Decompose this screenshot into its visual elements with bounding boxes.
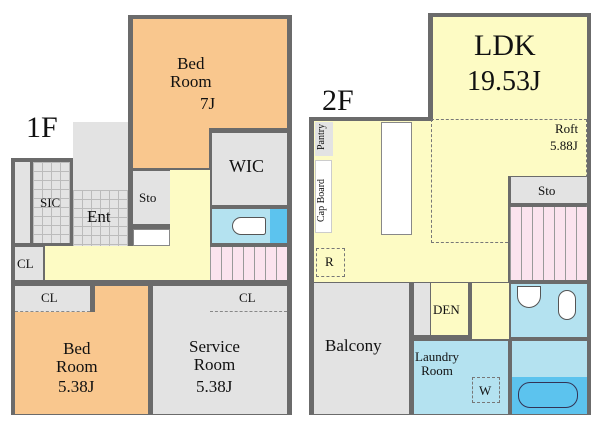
- washroom-toilet: [511, 284, 587, 337]
- ent-label: Ent: [87, 207, 111, 226]
- den-label: DEN: [433, 302, 460, 317]
- sink-icon: [133, 229, 170, 246]
- hallway: [170, 170, 210, 248]
- floor-2-title: 2F: [322, 84, 354, 117]
- cl-right-label: CL: [239, 290, 256, 305]
- ldk-upper: [433, 17, 587, 123]
- ldk-label: LDK: [474, 29, 536, 62]
- pantry: [315, 122, 333, 156]
- loft-label: Roft: [555, 121, 579, 136]
- storage-strip: [15, 162, 30, 243]
- closet-left: [15, 286, 90, 312]
- entrance: [73, 190, 128, 246]
- balcony-label: Balcony: [325, 336, 382, 355]
- cl-left-label: CL: [41, 290, 58, 305]
- service-room-size: 5.38J: [196, 377, 233, 396]
- den-storage: [414, 283, 430, 335]
- bedroom-5-38j-upper: [95, 286, 148, 313]
- storage-1f: [133, 171, 170, 224]
- den: [431, 283, 468, 335]
- closet-right: [210, 286, 287, 312]
- washbasin-icon: [517, 286, 541, 308]
- ldk-size: 19.53J: [467, 66, 541, 97]
- hallway: [45, 246, 210, 280]
- shoe-closet: [33, 162, 70, 243]
- laundry-label: Laundry Room: [415, 349, 460, 378]
- closet-hall: [15, 247, 43, 280]
- loft-size: 5.88J: [550, 138, 578, 153]
- kitchen-counter: [381, 122, 412, 235]
- storage-2f: [511, 177, 587, 203]
- service-room-label: Service Room: [189, 337, 240, 374]
- bedroom-5-38j-label: Bed Room: [56, 339, 98, 376]
- sto-label: Sto: [139, 190, 157, 205]
- cl-hall-label: CL: [17, 256, 34, 271]
- toilet-icon: [558, 290, 576, 320]
- r-label: R: [325, 254, 334, 269]
- bathtub-area: [512, 377, 587, 414]
- washer-label: W: [479, 383, 492, 398]
- balcony[interactable]: [314, 283, 409, 414]
- bedroom-7j-label: Bed Room: [170, 54, 212, 91]
- floor-1-title: 1F: [26, 111, 58, 144]
- bedroom-7j: [133, 19, 287, 128]
- wic: [212, 133, 287, 205]
- washer-space: [472, 377, 500, 403]
- toilet-1f: [212, 209, 287, 243]
- sic-label: SIC: [40, 195, 61, 210]
- refrigerator-space: [316, 248, 345, 277]
- bathroom: [512, 341, 587, 377]
- toilet-tank: [270, 209, 287, 243]
- cupboard-label: Cap Board: [316, 178, 327, 222]
- ldk-right: [508, 121, 587, 176]
- bedroom-7j-size: 7J: [200, 94, 216, 113]
- stairs-1f[interactable]: [210, 247, 287, 280]
- bathtub-icon: [518, 382, 578, 408]
- pantry-label: Pantry: [316, 123, 327, 150]
- bedroom-7j-lower: [133, 127, 209, 168]
- hallway-2f: [472, 283, 509, 339]
- stairs-2f[interactable]: [510, 207, 587, 280]
- bedroom-5-38j-size: 5.38J: [58, 377, 95, 396]
- cupboard: [315, 160, 332, 233]
- sto-2f-label: Sto: [538, 183, 556, 198]
- toilet-icon: [232, 217, 266, 235]
- entrance-porch: [73, 122, 128, 190]
- bedroom-5-38j: [15, 312, 148, 414]
- wic-label: WIC: [229, 156, 264, 176]
